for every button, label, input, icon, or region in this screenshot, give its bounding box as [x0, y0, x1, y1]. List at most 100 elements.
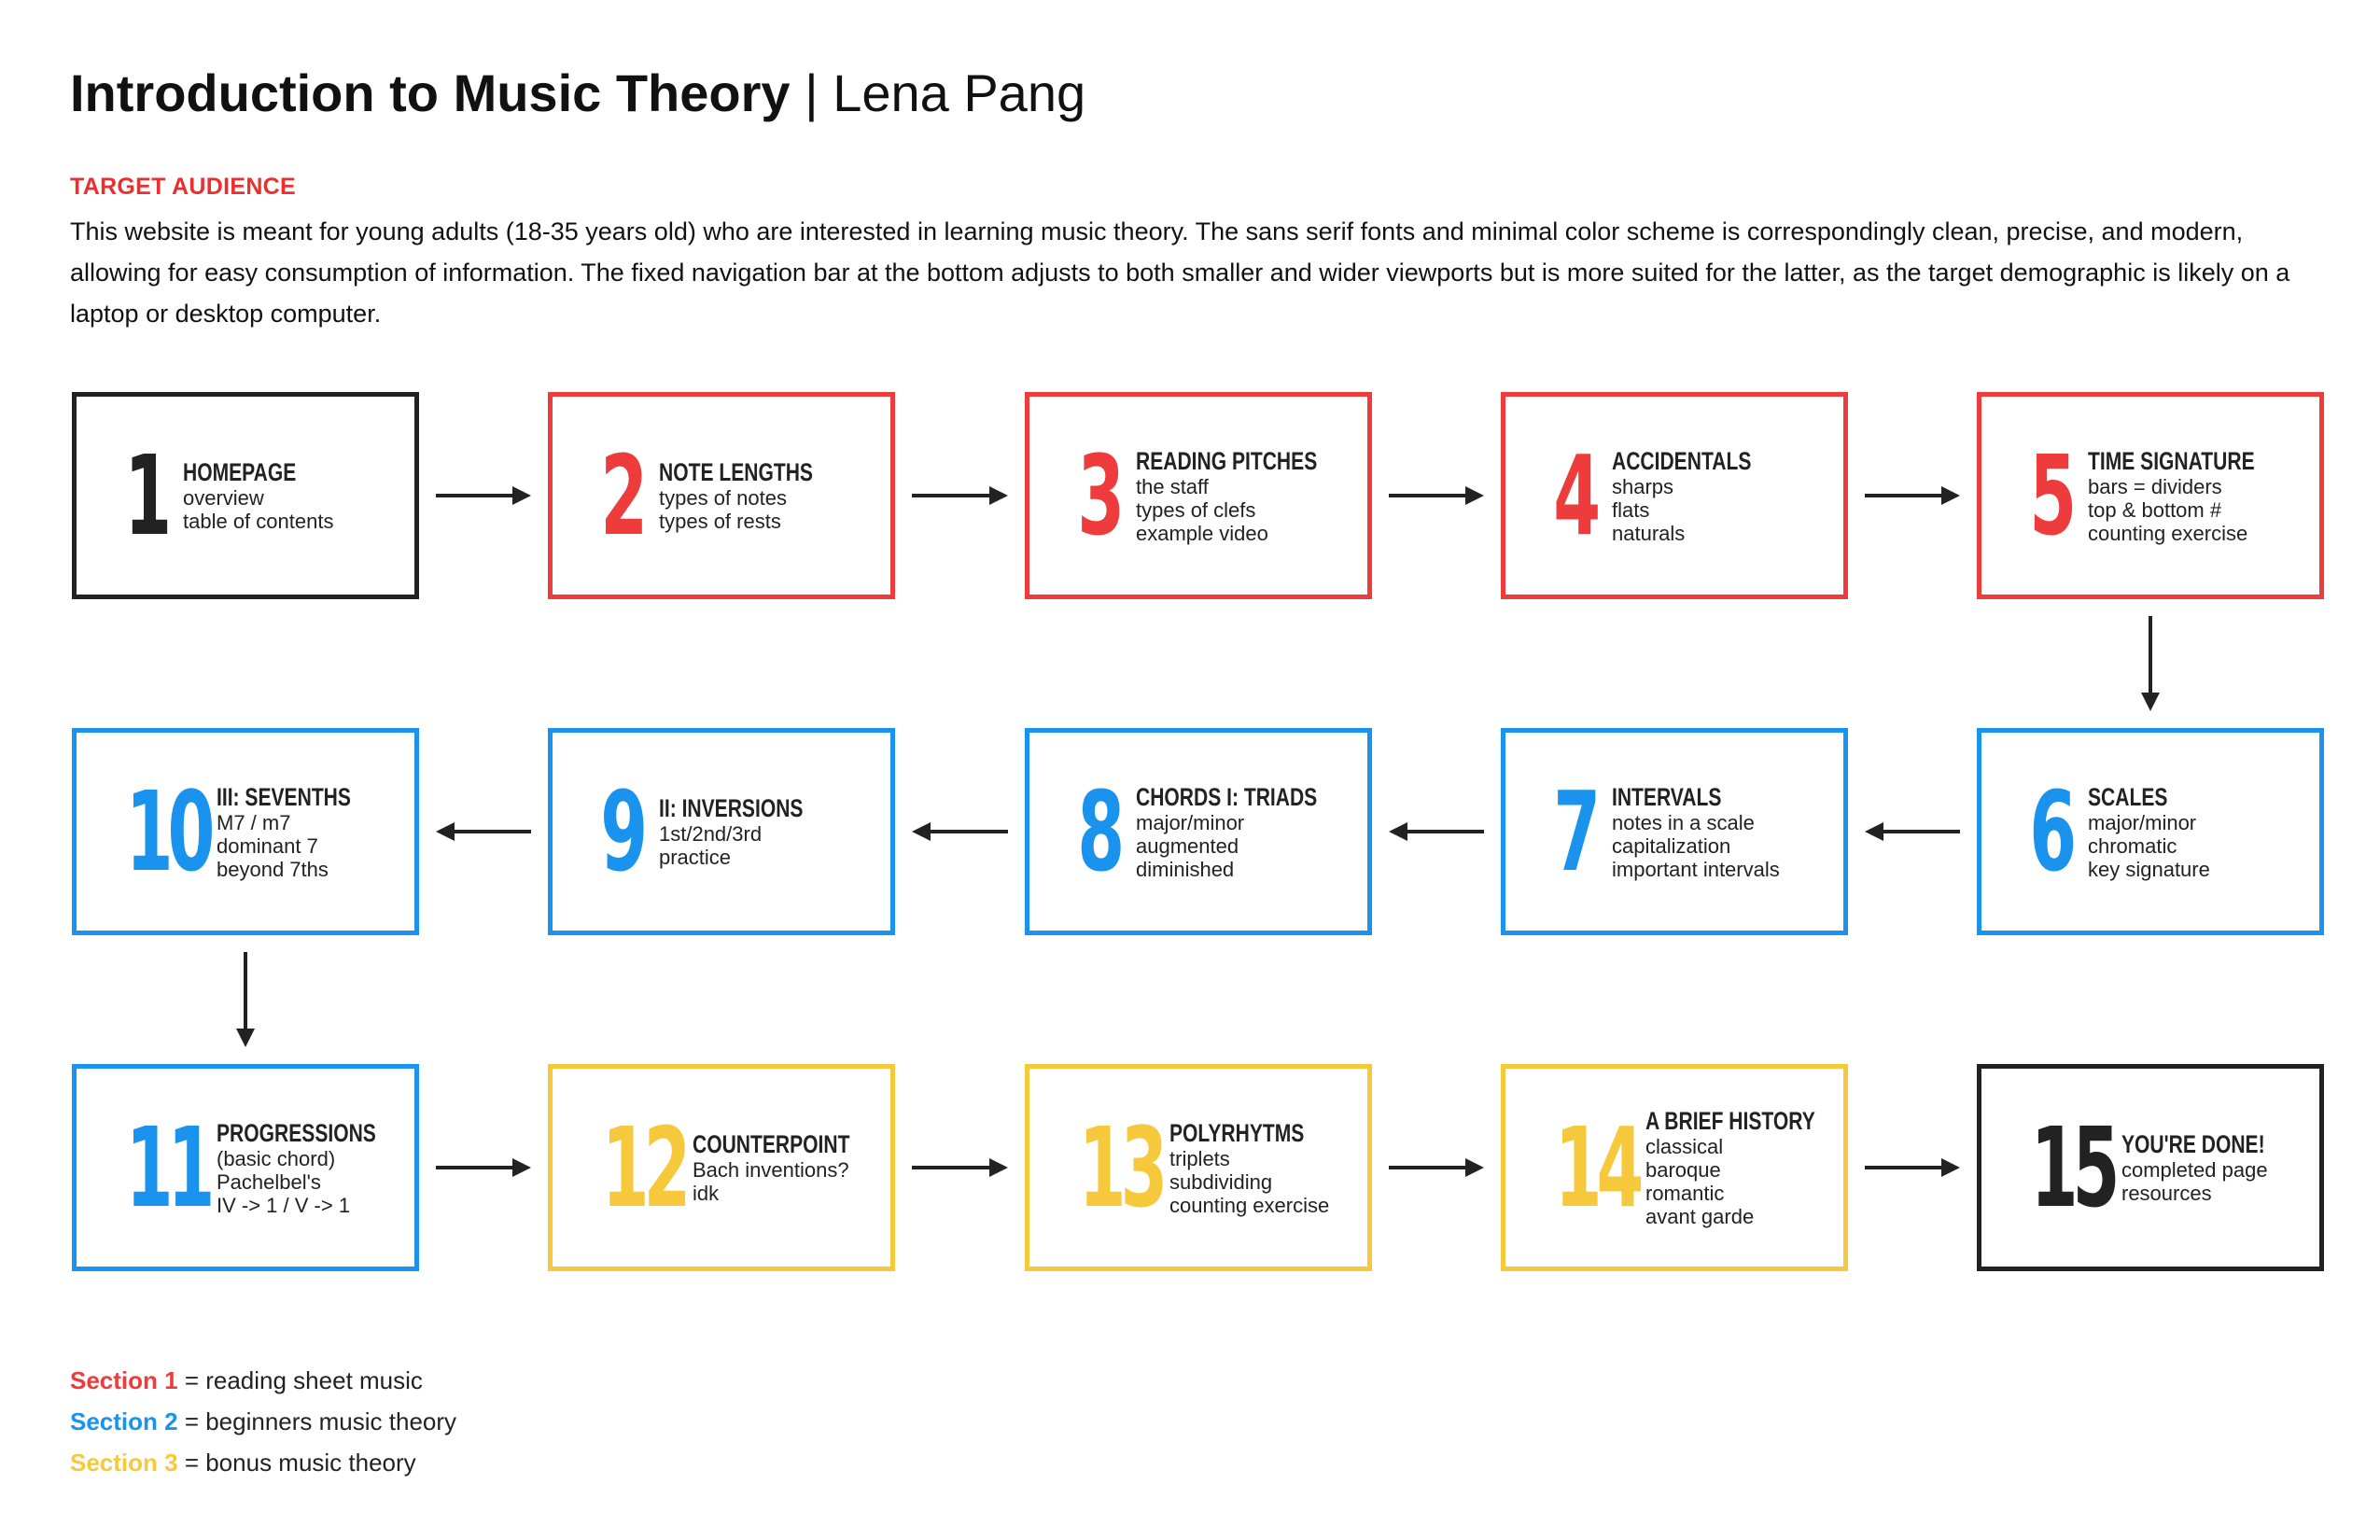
step-number: 7 — [1553, 767, 1602, 896]
audience-heading: TARGET AUDIENCE — [70, 174, 296, 200]
step-number: 6 — [2029, 767, 2078, 896]
step-topic: overview — [183, 486, 264, 510]
flow-arrow — [912, 1158, 1008, 1177]
step-topic: idk — [693, 1182, 720, 1205]
step-title: HOMEPAGE — [183, 458, 297, 486]
page-title: Introduction to Music Theory | Lena Pang — [70, 58, 1085, 129]
step-number: 5 — [2029, 431, 2078, 560]
step-number: 12 — [601, 1103, 692, 1232]
step-topic: diminished — [1136, 857, 1235, 881]
flow-arrow — [1389, 1158, 1484, 1177]
step-title: PROGRESSIONS — [217, 1118, 376, 1147]
flow-arrow — [236, 952, 255, 1047]
legend-label: Section 3 — [70, 1449, 178, 1477]
legend-description: = reading sheet music — [177, 1366, 423, 1394]
step-title: III: SEVENTHS — [217, 782, 351, 811]
step-title: ACCIDENTALS — [1612, 446, 1752, 475]
step-topic: important intervals — [1612, 857, 1780, 881]
flow-arrow — [1865, 486, 1960, 505]
step-topic: counting exercise — [1169, 1193, 1330, 1217]
step-topic: augmented — [1136, 833, 1239, 858]
step-title: CHORDS I: TRIADS — [1136, 782, 1318, 811]
step-number: 2 — [600, 431, 649, 560]
flow-arrow — [1389, 822, 1484, 841]
step-topic: top & bottom # — [2088, 497, 2222, 522]
flow-arrow — [912, 486, 1008, 505]
step-topic: major/minor — [2088, 810, 2197, 834]
step-number: 15 — [2030, 1103, 2121, 1232]
step-topic: avant garde — [1645, 1205, 1755, 1228]
step-topic: subdividing — [1169, 1169, 1273, 1194]
step-topic: (basic chord) — [217, 1146, 336, 1170]
legend-label: Section 2 — [70, 1407, 178, 1435]
step-title: INTERVALS — [1612, 782, 1722, 811]
step-number: 9 — [600, 767, 649, 896]
legend-description: = bonus music theory — [177, 1449, 416, 1477]
step-topic: counting exercise — [2088, 521, 2248, 545]
step-topic: chromatic — [2088, 833, 2177, 858]
step-topic: IV -> 1 / V -> 1 — [217, 1193, 351, 1217]
audience-text: This website is meant for young adults (… — [70, 217, 2290, 328]
step-title: POLYRHYTMS — [1169, 1118, 1305, 1147]
step-topic: sharps — [1612, 474, 1674, 498]
step-number: 11 — [125, 1103, 216, 1232]
step-topic: triplets — [1169, 1146, 1230, 1170]
step-topic: Pachelbel's — [217, 1169, 321, 1194]
step-topic: dominant 7 — [217, 833, 318, 858]
step-topic: beyond 7ths — [217, 857, 329, 881]
title-main: Introduction to Music Theory — [70, 63, 791, 122]
flow-arrow — [436, 1158, 531, 1177]
flow-arrow — [1865, 1158, 1960, 1177]
step-number: 4 — [1553, 431, 1602, 560]
step-title: II: INVERSIONS — [659, 794, 804, 822]
legend-item: Section 2 = beginners music theory — [70, 1406, 456, 1437]
title-author: | Lena Pang — [790, 63, 1086, 122]
step-number: 14 — [1554, 1103, 1645, 1232]
step-topic: classical — [1645, 1135, 1724, 1158]
step-title: COUNTERPOINT — [693, 1130, 850, 1158]
step-title: SCALES — [2088, 782, 2168, 811]
step-topic: key signature — [2088, 857, 2210, 881]
step-title: A BRIEF HISTORY — [1645, 1107, 1815, 1135]
legend-item: Section 3 = bonus music theory — [70, 1447, 416, 1478]
step-topic: notes in a scale — [1612, 810, 1755, 834]
step-topic: the staff — [1136, 474, 1209, 498]
flow-arrow — [912, 822, 1008, 841]
step-topic: practice — [659, 846, 732, 869]
step-title: TIME SIGNATURE — [2088, 446, 2255, 475]
flow-arrow — [2141, 616, 2160, 711]
step-topic: resources — [2121, 1182, 2212, 1205]
step-topic: table of contents — [183, 510, 334, 533]
step-number: 13 — [1078, 1103, 1169, 1232]
step-title: YOU'RE DONE! — [2121, 1130, 2265, 1158]
step-topic: bars = dividers — [2088, 474, 2222, 498]
flow-arrow — [436, 486, 531, 505]
legend-label: Section 1 — [70, 1366, 178, 1394]
